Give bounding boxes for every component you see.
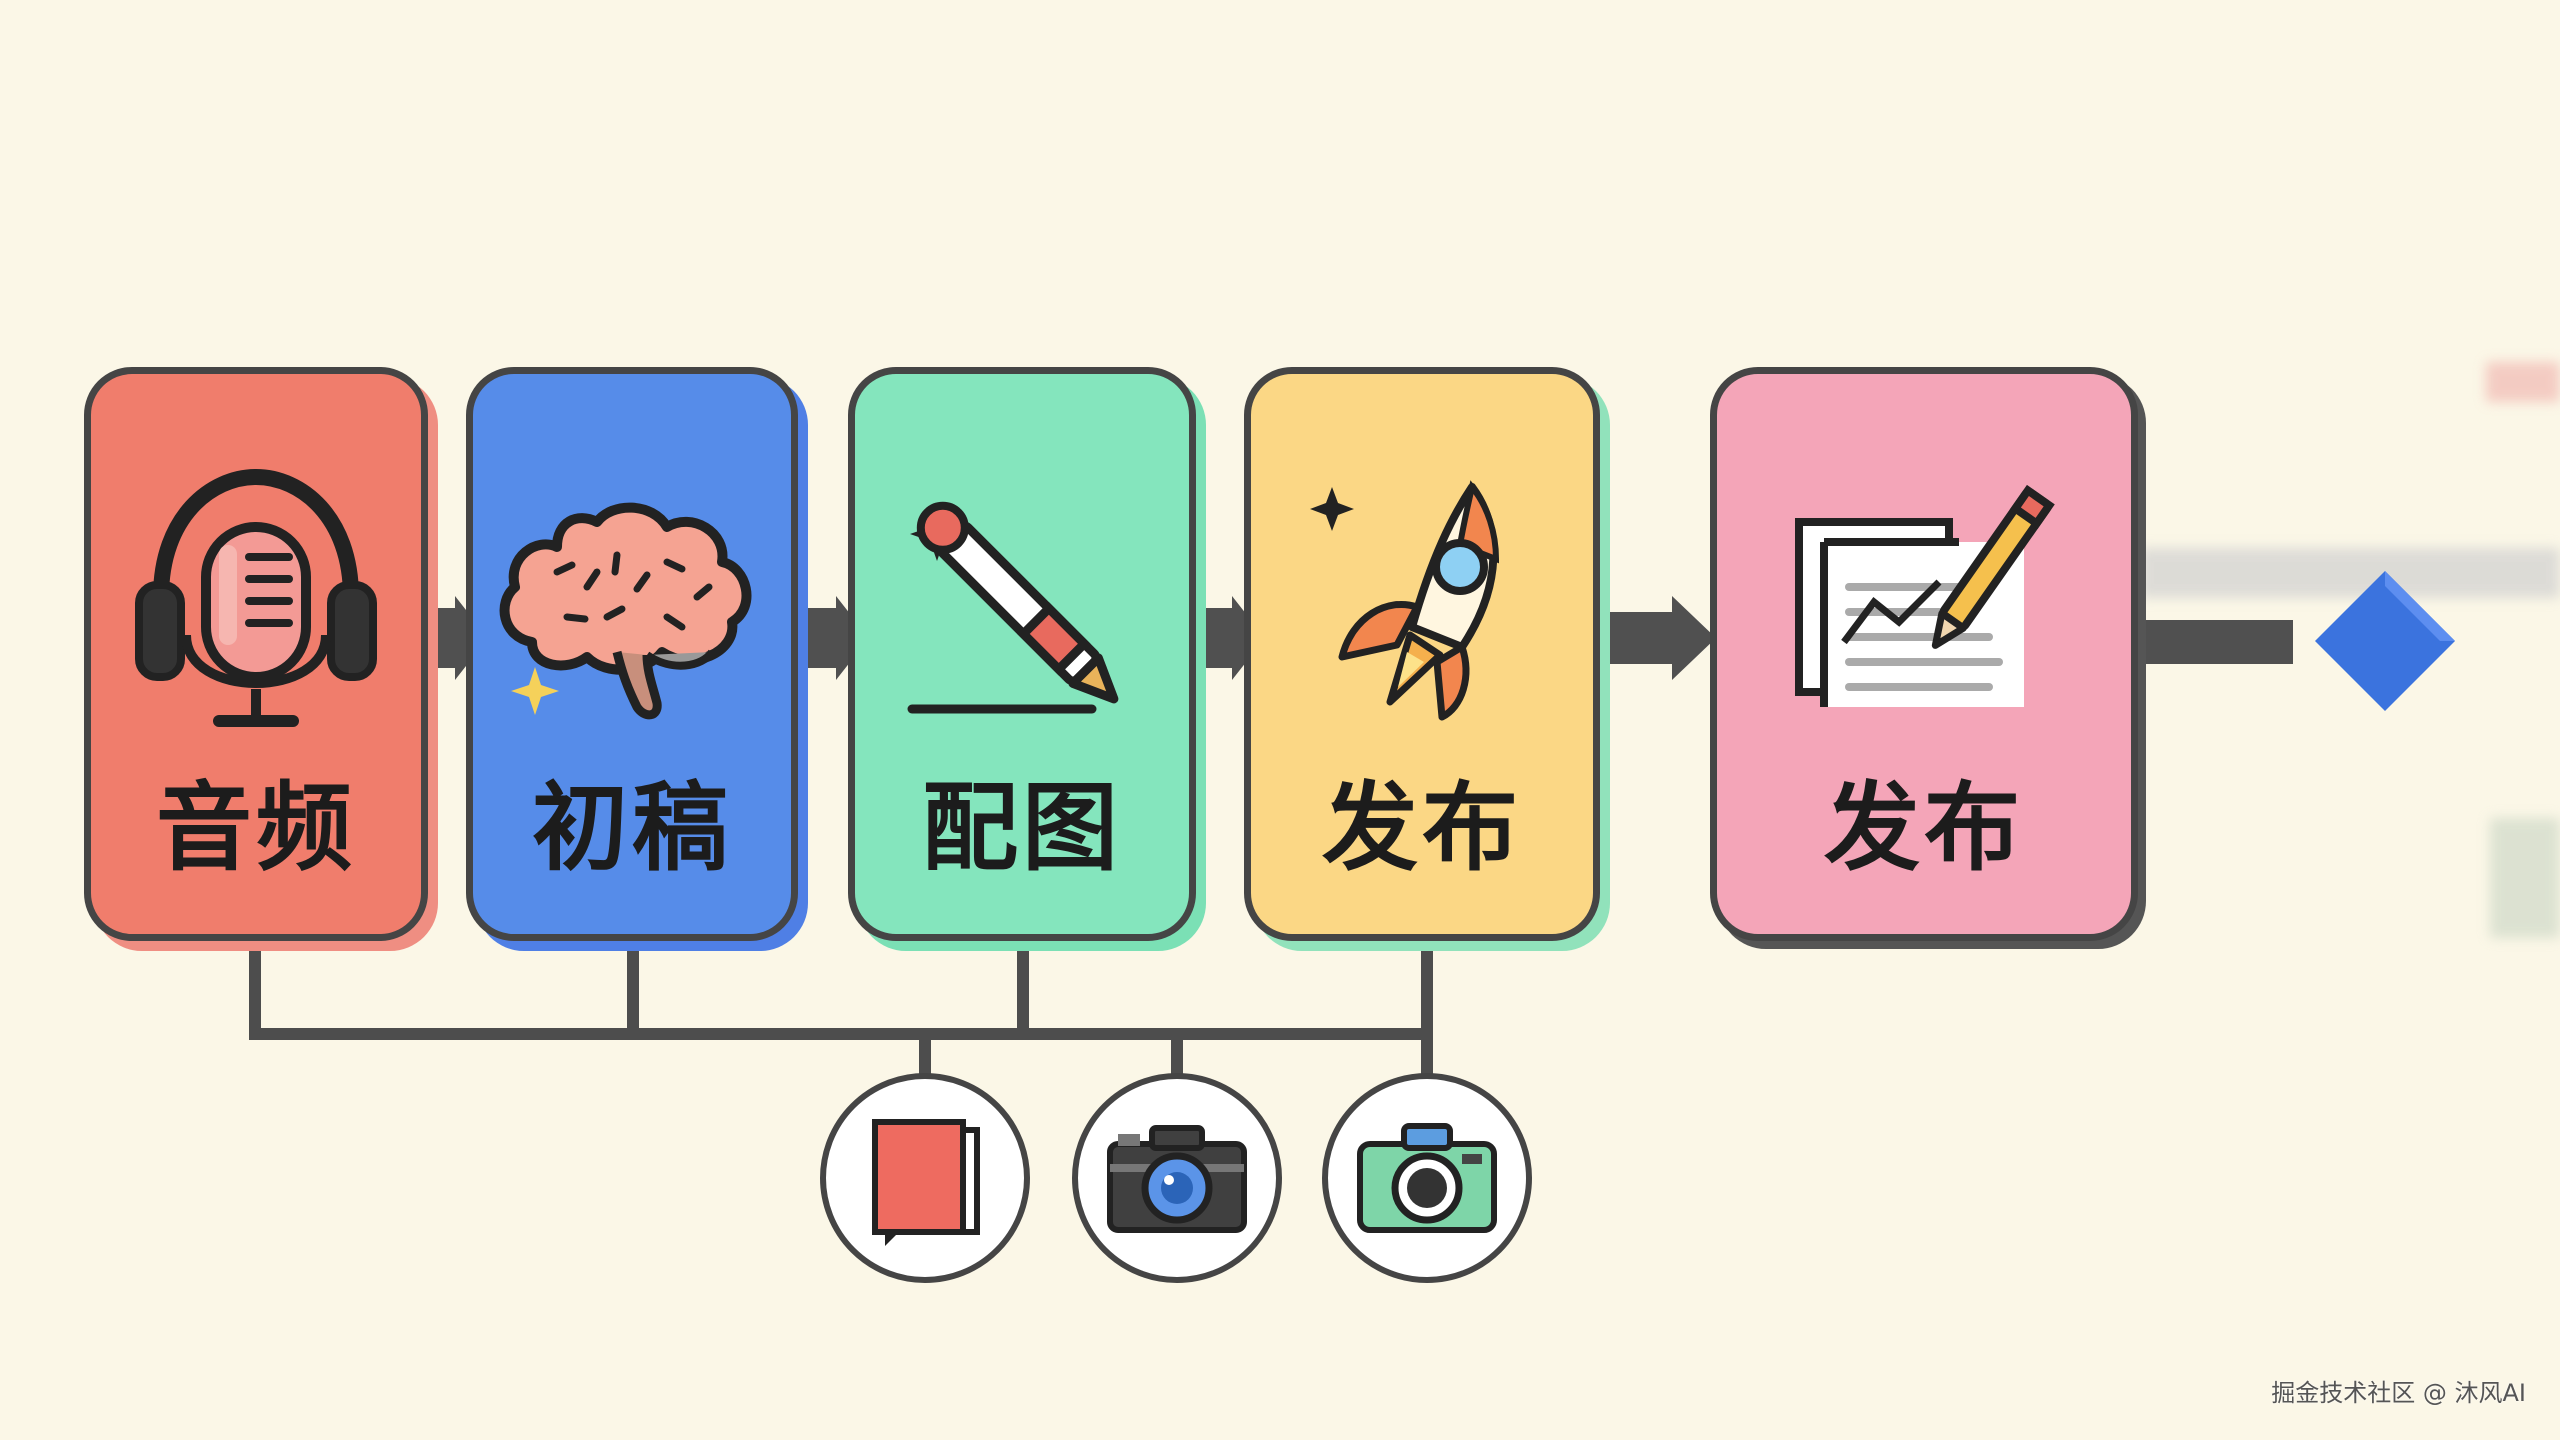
step-4-label: 发布: [1322, 772, 1522, 884]
watermark: 掘金技术社区 @ 沐风AI: [2271, 1379, 2526, 1407]
blurred-strip-lower: [2490, 818, 2560, 938]
step-3-card[interactable]: 配图: [848, 367, 1196, 941]
step-1-card[interactable]: 音频: [84, 367, 428, 941]
red-book-icon: [872, 1119, 980, 1246]
tool-dark-camera[interactable]: [1072, 1073, 1282, 1283]
headphone-microphone-icon: [135, 468, 377, 727]
blurred-strip-small: [2486, 362, 2560, 402]
brain-icon: [499, 502, 752, 720]
step-5-card[interactable]: 发布: [1710, 367, 2138, 941]
tool-red-book[interactable]: [820, 1073, 1030, 1283]
step-4-card[interactable]: 发布: [1244, 367, 1600, 941]
dark-camera-icon: [1107, 1125, 1247, 1233]
document-pencil-icon: [1795, 484, 2055, 707]
step-1-label: 音频: [156, 772, 356, 884]
step-5-label: 发布: [1824, 772, 2024, 884]
green-camera-icon: [1357, 1123, 1497, 1233]
tool-green-camera[interactable]: [1322, 1073, 1532, 1283]
pencil-stars-icon: [907, 501, 1119, 714]
blue-diamond-icon: [2315, 571, 2455, 711]
rocket-icon: [1310, 480, 1500, 721]
blurred-strip: [2140, 548, 2560, 598]
step-2-card[interactable]: 初稿: [466, 367, 798, 941]
step-2-label: 初稿: [532, 772, 732, 884]
step-3-label: 配图: [922, 772, 1122, 884]
